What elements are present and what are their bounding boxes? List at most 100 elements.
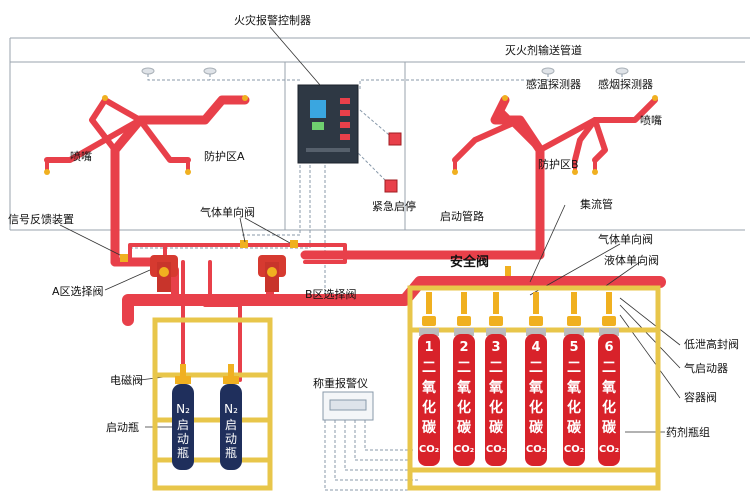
n2-cylinder-body bbox=[172, 384, 194, 470]
nozzles bbox=[44, 95, 658, 175]
zone-a-label: 防护区A bbox=[204, 150, 245, 163]
cylinder-char: 氧 bbox=[529, 380, 543, 396]
nozzle-icon bbox=[452, 169, 458, 175]
cylinder-neck bbox=[419, 328, 439, 336]
extinguishing-pipe-label: 灭火剂输送管道 bbox=[505, 44, 582, 57]
detector-icon bbox=[203, 67, 217, 75]
gas-check-valve-right-label: 气体单向阀 bbox=[598, 233, 653, 246]
manifold-label: 集流管 bbox=[580, 198, 613, 211]
pneumatic-actuator-icon bbox=[489, 316, 503, 326]
cylinder-char: 二 bbox=[457, 360, 471, 376]
n2-char: 瓶 bbox=[176, 446, 189, 460]
n2-cylinder bbox=[220, 364, 242, 470]
cylinder-formula: CO₂ bbox=[453, 444, 475, 455]
nozzle-icon bbox=[242, 95, 248, 101]
co2-cylinder bbox=[598, 292, 620, 466]
cylinder-neck bbox=[526, 328, 546, 336]
n2-formula: N₂ bbox=[224, 402, 238, 416]
cylinder-neck bbox=[599, 328, 619, 336]
cylinder-char: 化 bbox=[567, 400, 581, 416]
cylinder-number: 1 bbox=[424, 340, 434, 355]
cylinder-number: 4 bbox=[531, 340, 541, 355]
cylinder-neck bbox=[454, 328, 474, 336]
cylinder-char: 二 bbox=[489, 360, 503, 376]
solenoid-valve-icon bbox=[228, 364, 234, 378]
signal-feedback-label: 信号反馈装置 bbox=[8, 213, 74, 226]
n2-cylinder bbox=[172, 364, 194, 470]
weighing-alarm-label: 称重报警仪 bbox=[313, 377, 368, 390]
co2-cylinder-group bbox=[418, 292, 620, 466]
co2-cylinder bbox=[453, 292, 475, 466]
n2-char: 瓶 bbox=[224, 446, 237, 460]
pneumatic-actuator-icon bbox=[567, 316, 581, 326]
liquid-check-valve-label: 液体单向阀 bbox=[604, 254, 659, 267]
cylinder-formula: CO₂ bbox=[418, 444, 440, 455]
n2-cylinder-body bbox=[220, 384, 242, 470]
nozzle-icon bbox=[102, 95, 108, 101]
cylinder-char: 化 bbox=[489, 400, 503, 416]
co2-cylinder-body bbox=[598, 334, 620, 466]
cylinder-formula: CO₂ bbox=[598, 444, 620, 455]
container-valve-icon bbox=[493, 292, 499, 314]
cylinder-number: 5 bbox=[569, 340, 579, 355]
cylinder-formula: CO₂ bbox=[525, 444, 547, 455]
cylinder-char: 碳 bbox=[567, 420, 581, 436]
start-pipe-label: 启动管路 bbox=[440, 210, 484, 223]
co2-cylinder bbox=[563, 292, 585, 466]
safety-valve-label: 安全阀 bbox=[450, 255, 490, 270]
co2-cylinder-body bbox=[525, 334, 547, 466]
container-valve-icon bbox=[571, 292, 577, 314]
cylinder-neck bbox=[564, 328, 584, 336]
nozzle-icon bbox=[44, 169, 50, 175]
cylinder-char: 氧 bbox=[489, 380, 503, 396]
selector-valve-a bbox=[150, 255, 178, 292]
bottle-valve-icon bbox=[223, 376, 239, 384]
co2-cylinder-body bbox=[418, 334, 440, 466]
smoke-detector-label: 感烟探测器 bbox=[598, 78, 653, 91]
nozzle-b-label: 喷嘴 bbox=[640, 114, 662, 127]
gas-check-valve-icon bbox=[240, 240, 248, 248]
co2-cylinder-body bbox=[485, 334, 507, 466]
cylinder-char: 化 bbox=[529, 400, 543, 416]
agent-bottle-group-label: 药剂瓶组 bbox=[666, 426, 710, 439]
gas-check-valve-icon bbox=[290, 240, 298, 248]
cylinder-formula: CO₂ bbox=[485, 444, 507, 455]
container-valve-label: 容器阀 bbox=[684, 391, 717, 404]
gas-check-valve-top-label: 气体单向阀 bbox=[200, 206, 255, 219]
co2-cylinder-body bbox=[453, 334, 475, 466]
container-valve-icon bbox=[606, 292, 612, 314]
cylinder-number: 6 bbox=[604, 340, 614, 355]
nozzle-icon bbox=[652, 95, 658, 101]
cylinder-number: 2 bbox=[459, 340, 469, 355]
cylinder-char: 二 bbox=[567, 360, 581, 376]
pneumatic-actuator-icon bbox=[422, 316, 436, 326]
zone-outlines bbox=[9, 37, 750, 231]
cylinder-char: 碳 bbox=[489, 420, 503, 436]
cylinder-char: 二 bbox=[529, 360, 543, 376]
cylinder-neck bbox=[486, 328, 506, 336]
manual-alarm-icon bbox=[388, 132, 402, 146]
nozzle-icon bbox=[185, 169, 191, 175]
nozzle-icon bbox=[572, 169, 578, 175]
n2-char: 启 bbox=[224, 418, 237, 432]
detector-icon bbox=[141, 67, 155, 75]
cylinder-char: 碳 bbox=[422, 420, 436, 436]
cylinder-char: 碳 bbox=[602, 420, 616, 436]
cylinder-char: 氧 bbox=[602, 380, 616, 396]
cylinder-formula: CO₂ bbox=[563, 444, 585, 455]
emergency-stop-label: 紧急启停 bbox=[372, 200, 416, 213]
cylinder-char: 氧 bbox=[457, 380, 471, 396]
cylinder-char: 化 bbox=[457, 400, 471, 416]
cylinder-char: 氧 bbox=[422, 380, 436, 396]
n2-char: 动 bbox=[176, 432, 189, 446]
co2-cylinder bbox=[485, 292, 507, 466]
nozzle-a-label: 喷嘴 bbox=[70, 150, 92, 163]
start-bottle-label: 启动瓶 bbox=[106, 421, 139, 434]
heat-detector-label: 感温探测器 bbox=[526, 78, 581, 91]
n2-char: 启 bbox=[176, 418, 189, 432]
pneumatic-actuator-icon bbox=[529, 316, 543, 326]
weighing-alarm-box bbox=[322, 391, 374, 421]
zone-b-label: 防护区B bbox=[538, 158, 579, 171]
cylinder-number: 3 bbox=[491, 340, 501, 355]
n2-formula: N₂ bbox=[176, 402, 190, 416]
